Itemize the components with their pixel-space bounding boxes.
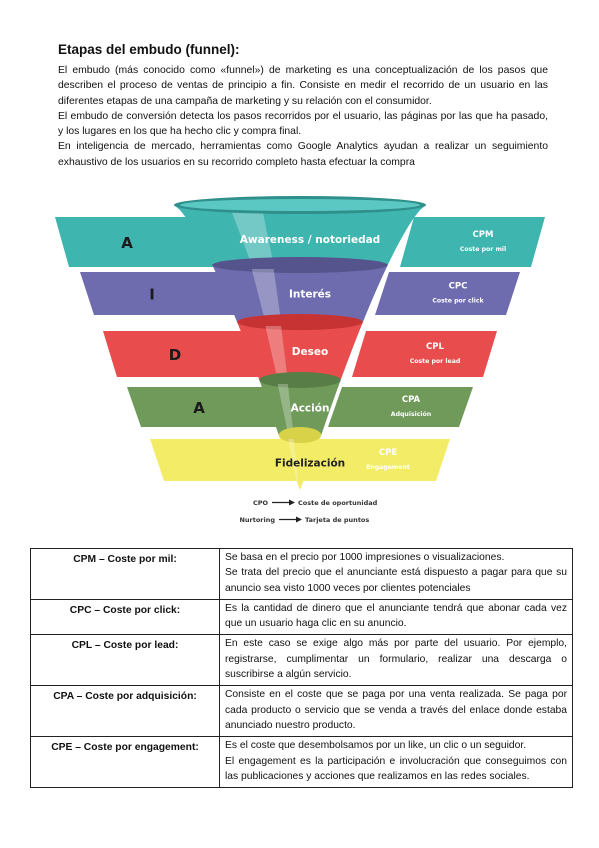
definition-line: Es la cantidad de dinero que el anuncian…: [225, 602, 567, 630]
stage-letter-band: [127, 387, 286, 427]
stage-letter-band: [103, 331, 262, 377]
stage-metric: CPL: [426, 342, 444, 352]
stage-letter-band: [80, 272, 239, 315]
glossary-row: CPC – Coste por click:Es la cantidad de …: [30, 598, 573, 636]
definition-line: Se trata del precio que el anunciante es…: [225, 567, 567, 594]
definition-line: En este caso se exige algo más por parte…: [225, 638, 567, 681]
glossary-term: CPA – Coste por adquisición:: [30, 685, 220, 738]
funnel-rim-inner: [180, 199, 420, 211]
stage-letter-band: [150, 439, 314, 481]
glossary-row: CPE – Coste por engagement: Es el coste q…: [30, 736, 573, 789]
legend-key: CPO: [253, 499, 269, 507]
stage-metric-description: Coste por lead: [410, 358, 461, 365]
glossary-row: CPA – Coste por adquisición:Consiste en …: [30, 685, 573, 738]
definition-line: El engagement es la participación e invo…: [225, 755, 567, 782]
intro-section: Etapas del embudo (funnel): El embudo (m…: [58, 42, 548, 170]
stage-metric-band: [375, 272, 520, 315]
stage-metric-band: [400, 217, 545, 267]
funnel-stage-label: Interés: [289, 289, 331, 301]
glossary-row: CPM – Coste por mil: Se basa en el precio…: [30, 548, 573, 600]
stage-metric: CPC: [449, 282, 468, 292]
legend-value: Coste de oportunidad: [298, 499, 378, 507]
funnel-stage-label: Awareness / notoriedad: [240, 234, 380, 246]
arrow-icon: [289, 499, 295, 506]
stage-metric-description: Engagement: [366, 464, 410, 471]
glossary-definition: Se basa en el precio por 1000 impresione…: [219, 548, 573, 600]
stage-metric-band: [352, 331, 497, 377]
stage-letter: I: [149, 286, 155, 304]
glossary-definition: Es la cantidad de dinero que el anuncian…: [219, 598, 573, 636]
legend-key: Nurtoring: [239, 516, 275, 524]
glossary-term: CPC – Coste por click:: [30, 598, 220, 636]
stage-metric: CPE: [379, 448, 397, 458]
glossary-term: CPM – Coste por mil:: [30, 548, 220, 600]
arrow-icon: [296, 516, 302, 523]
funnel-segment: [237, 314, 363, 385]
stage-letter: A: [193, 399, 205, 417]
stage-metric-description: Adquisición: [391, 410, 431, 418]
funnel-stage-label: Fidelización: [275, 458, 345, 470]
stage-metric: CPA: [402, 395, 421, 405]
funnel-segment: [278, 427, 322, 490]
stage-metric-description: Coste por mil: [460, 246, 506, 253]
definition-line: Es el coste que desembolsamos por un lik…: [225, 740, 527, 752]
stage-metric-description: Coste por click: [432, 298, 484, 305]
section-title: Etapas del embudo (funnel):: [58, 42, 240, 57]
glossary-term: CPE – Coste por engagement:: [30, 736, 220, 789]
glossary-row: CPL – Coste por lead:En este caso se exi…: [30, 634, 573, 687]
legend-value: Tarjeta de puntos: [305, 516, 369, 524]
stage-letter: D: [169, 346, 181, 364]
glossary-definition: En este caso se exige algo más por parte…: [219, 634, 573, 687]
stage-metric-band: [300, 439, 450, 481]
funnel-stage-label: Acción: [291, 403, 330, 415]
funnel-stage-label: Deseo: [292, 346, 328, 358]
definition-line: Se basa en el precio por 1000 impresione…: [225, 552, 505, 563]
stage-letter: A: [121, 234, 133, 252]
intro-paragraph: El embudo (más conocido como «funnel») d…: [58, 65, 548, 107]
funnel-segment: [212, 257, 388, 327]
intro-paragraph: El embudo de conversión detecta los paso…: [58, 110, 548, 138]
glossary-definition: Consiste en el coste que se paga por una…: [219, 685, 573, 738]
glossary-table: CPM – Coste por mil: Se basa en el precio…: [30, 548, 573, 789]
glossary-definition: Es el coste que desembolsamos por un lik…: [219, 736, 573, 789]
stage-letter-band: [55, 217, 214, 267]
intro-paragraph: En inteligencia de mercado, herramientas…: [58, 141, 548, 168]
definition-line: Consiste en el coste que se paga por una…: [225, 689, 567, 731]
funnel-segment: [259, 372, 341, 440]
stage-metric: CPM: [473, 230, 494, 240]
stage-metric-band: [328, 387, 473, 427]
glossary-term: CPL – Coste por lead:: [30, 634, 220, 687]
